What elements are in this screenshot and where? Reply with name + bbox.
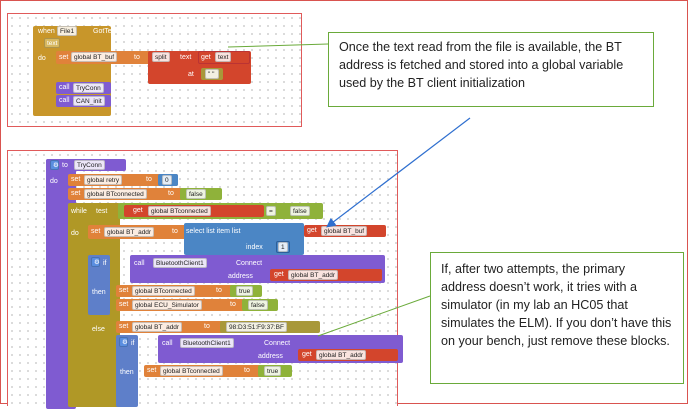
set-keyword-4: set: [119, 287, 129, 294]
while-keyword: while: [71, 208, 87, 215]
if-mutator-icon[interactable]: ⚙: [91, 257, 100, 267]
blocks-workspace-gottext[interactable]: when File1 GotText text do set global BT…: [7, 13, 302, 127]
at-keyword: at: [188, 71, 194, 78]
to-kw-6: to: [204, 323, 210, 330]
event-name: GotText: [93, 28, 118, 35]
set-keyword-6: set: [119, 323, 129, 330]
if-block-2[interactable]: [116, 335, 138, 407]
get-keyword-4: get: [302, 351, 312, 358]
to-kw-2: to: [168, 190, 174, 197]
true-value-2[interactable]: true: [264, 366, 282, 376]
mac-address-value[interactable]: 98:D3:51:F9:37:BF: [226, 322, 287, 332]
var-bt-addr-dropdown[interactable]: global BT_addr: [104, 227, 155, 237]
equals-dropdown[interactable]: =: [266, 206, 276, 216]
to-kw-1: to: [146, 176, 152, 183]
then-keyword-2: then: [120, 369, 134, 376]
to-kw-3: to: [172, 228, 178, 235]
set-keyword: set: [59, 54, 69, 61]
false-value-3[interactable]: false: [248, 300, 268, 310]
true-value-1[interactable]: true: [236, 286, 254, 296]
to-kw-7: to: [244, 367, 250, 374]
retry-value[interactable]: 0: [162, 175, 172, 185]
if-keyword-2: if: [131, 340, 135, 347]
var-bt-buf-dropdown[interactable]: global BT_buf: [71, 52, 118, 62]
param-text-chip[interactable]: text: [44, 38, 61, 48]
space-text-value[interactable]: " ": [205, 69, 219, 79]
if-mutator-icon-2[interactable]: ⚙: [119, 337, 128, 347]
call-keyword: call: [134, 260, 145, 267]
callout-note-simulator: If, after two attempts, the primary addr…: [430, 252, 684, 384]
note1-connector-line: [227, 43, 329, 48]
get-keyword: get: [133, 207, 143, 214]
to-keyword: to: [134, 54, 140, 61]
tryconn-dropdown[interactable]: TryConn: [73, 83, 104, 93]
index-label: index: [246, 244, 263, 251]
get-keyword-2: get: [307, 227, 317, 234]
get-keyword-3: get: [274, 271, 284, 278]
to-kw-5: to: [230, 301, 236, 308]
mutator-icon[interactable]: ⚙: [50, 160, 59, 170]
select-list-label: select list item list: [186, 228, 241, 235]
can-init-dropdown[interactable]: CAN_init: [73, 96, 105, 106]
index-value[interactable]: 1: [278, 242, 288, 252]
do-keyword: do: [38, 55, 46, 62]
set-keyword-5: set: [119, 301, 129, 308]
do-keyword-2: do: [71, 230, 79, 237]
get-text-dropdown[interactable]: text: [215, 52, 232, 62]
if-else-block[interactable]: [88, 255, 110, 315]
call-keyword: call: [59, 84, 70, 91]
set-keyword: set: [71, 176, 81, 183]
var-btconnected-dropdown[interactable]: global BTconnected: [84, 189, 147, 199]
if-keyword: if: [103, 260, 107, 267]
var-btconnected-dropdown-2[interactable]: global BTconnected: [132, 286, 195, 296]
get-btconnected-dropdown[interactable]: global BTconnected: [148, 206, 211, 216]
bt-client-dropdown[interactable]: BluetoothClient1: [153, 258, 207, 268]
address-label-2: address: [258, 353, 283, 360]
callout-note-gottext: Once the text read from the file is avai…: [328, 32, 654, 107]
note2-text: If, after two attempts, the primary addr…: [441, 262, 672, 348]
split-text-label: text: [180, 54, 192, 61]
procedure-name-field[interactable]: TryConn: [74, 160, 105, 170]
address-label: address: [228, 273, 253, 280]
test-keyword: test: [96, 208, 108, 215]
component-dropdown[interactable]: File1: [57, 26, 78, 36]
call-keyword-2: call: [59, 97, 70, 104]
set-keyword-2: set: [71, 190, 81, 197]
set-keyword-3: set: [91, 228, 101, 235]
note2-connector-line: [317, 295, 431, 337]
note1-text: Once the text read from the file is avai…: [339, 40, 624, 90]
var-btconnected-dropdown-3[interactable]: global BTconnected: [160, 366, 223, 376]
var-ecu-sim-dropdown[interactable]: global ECU_Simulator: [132, 300, 202, 310]
call-keyword-2: call: [162, 340, 173, 347]
false-value-2[interactable]: false: [290, 206, 310, 216]
then-keyword: then: [92, 289, 106, 296]
get-keyword: get: [201, 54, 211, 61]
do-keyword: do: [50, 178, 58, 185]
else-keyword: else: [92, 326, 105, 333]
bt-client-dropdown-2[interactable]: BluetoothClient1: [180, 338, 234, 348]
get-bt-addr-dropdown[interactable]: global BT_addr: [288, 270, 339, 280]
set-keyword-7: set: [147, 367, 157, 374]
split-dropdown[interactable]: split: [152, 52, 170, 62]
get-bt-addr-dropdown-2[interactable]: global BT_addr: [316, 350, 367, 360]
when-keyword: when: [38, 28, 55, 35]
to-kw-4: to: [216, 287, 222, 294]
connect-label-2: Connect: [264, 340, 291, 347]
get-bt-buf-dropdown[interactable]: global BT_buf: [321, 226, 368, 236]
connect-label: Connect: [236, 260, 263, 267]
bt-buf-arrow: [326, 117, 471, 228]
false-value-1[interactable]: false: [186, 189, 206, 199]
var-retry-dropdown[interactable]: global retry: [84, 175, 123, 185]
to-keyword: to: [62, 162, 68, 169]
var-bt-addr-dropdown-2[interactable]: global BT_addr: [132, 322, 183, 332]
blocks-workspace-tryconn[interactable]: ⚙ to TryConn do set global retry to 0 se…: [7, 150, 403, 409]
